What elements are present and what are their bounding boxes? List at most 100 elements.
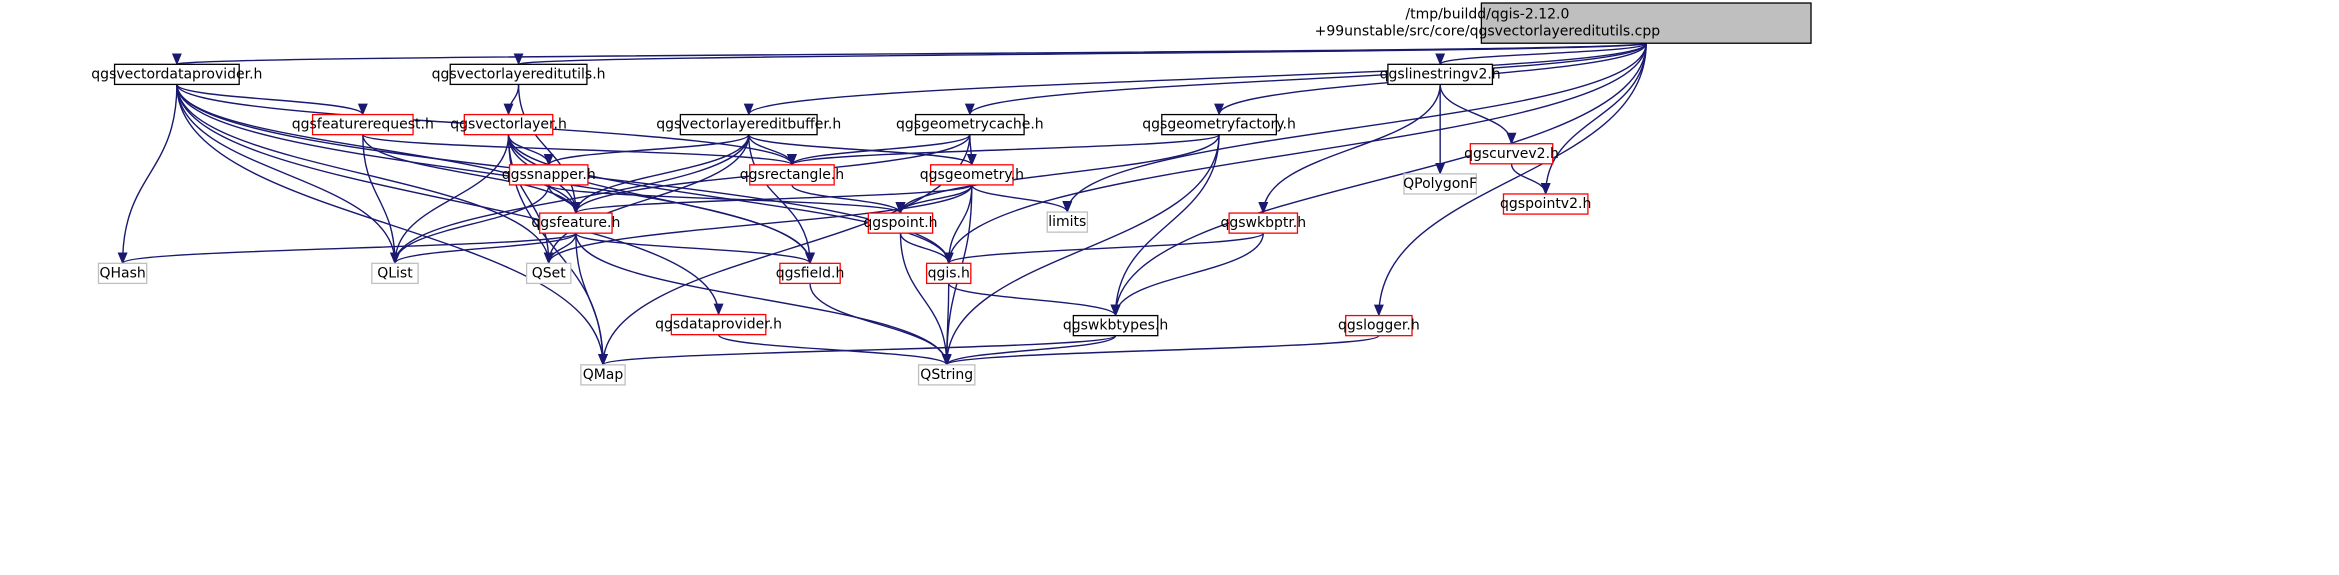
edge-vleb-to-feat <box>570 134 750 215</box>
edge-root-to-vleb <box>744 42 1647 116</box>
edge-arrow <box>1439 84 1517 145</box>
node-box <box>463 113 554 136</box>
node-qgswkbtypes-h[interactable]: qgswkbtypes.h <box>1063 314 1168 337</box>
node-box <box>371 262 419 285</box>
node-box <box>97 262 148 285</box>
node-qgsfeaturerequest-h[interactable]: qgsfeaturerequest.h <box>292 113 434 136</box>
edge-arrow <box>571 184 973 215</box>
node-box <box>679 113 818 136</box>
node-qgsfield-h[interactable]: qgsfield.h <box>776 262 845 285</box>
edge-arrow <box>548 184 906 215</box>
edge-arrow <box>390 134 750 265</box>
edge-feat-to-qhash <box>117 232 577 265</box>
node-qgsgeometry-h[interactable]: qgsgeometry.h <box>920 164 1024 186</box>
node-layer: /tmp/buildd/qgis-2.12.0+99unstable/src/c… <box>91 2 1812 386</box>
node-qgsvectorlayereditbuffer-h[interactable]: qgsvectorlayereditbuffer.h <box>656 113 841 136</box>
node-qstring: QString <box>917 364 976 386</box>
node-box <box>914 113 1025 136</box>
edge-arrow <box>748 134 977 166</box>
edge-arrow <box>1110 43 1647 317</box>
edge-arrow <box>543 134 750 166</box>
edge-arrow <box>176 83 368 116</box>
edge-vdp-to-qhash <box>117 84 178 265</box>
node-box <box>670 313 767 336</box>
node-box <box>449 63 588 86</box>
node-box <box>113 63 240 86</box>
node-box <box>1403 173 1477 195</box>
edge-root-to-gc <box>965 42 1647 116</box>
edge-vleb-to-qlist <box>390 134 750 265</box>
node-qgsrectangle-h[interactable]: qgsrectangle.h <box>740 164 844 186</box>
edge-pt-to-qstr <box>899 233 952 366</box>
node-qgswkbptr-h[interactable]: qgswkbptr.h <box>1220 212 1306 234</box>
edge-vl-to-qlist <box>389 134 510 265</box>
node-label: qgsvectorlayer.h <box>450 117 567 133</box>
node-qgsdataprovider-h[interactable]: qgsdataprovider.h <box>655 313 782 336</box>
node-qgsfeature-h[interactable]: qgsfeature.h <box>531 212 620 234</box>
node-qgslogger-h[interactable]: qgslogger.h <box>1338 314 1420 337</box>
node-box <box>1480 2 1812 44</box>
edge-feat-to-fld <box>575 232 815 265</box>
node-qgscurvev2-h[interactable]: qgscurvev2.h <box>1464 143 1559 165</box>
edge-fr-to-rect <box>362 134 797 166</box>
edge-arrow <box>809 283 952 366</box>
node-label: QList <box>377 265 413 281</box>
edge-arrow <box>570 134 750 215</box>
edge-arrow <box>543 233 577 265</box>
node-box <box>1228 212 1299 234</box>
node-qpolygonf: QPolygonF <box>1403 173 1477 195</box>
edge-arrow <box>941 335 1117 366</box>
edge-vdp-to-dp <box>176 84 724 316</box>
edge-gf-to-rect <box>787 134 1220 166</box>
node-label: QHash <box>99 265 145 281</box>
edge-log-to-qstr <box>942 335 1380 366</box>
node-label: /tmp/buildd/qgis-2.12.0 <box>1405 7 1569 23</box>
edge-ls-to-cv <box>1439 84 1517 145</box>
node-qgsgeometryfactory-h[interactable]: qgsgeometryfactory.h <box>1142 113 1296 136</box>
node-qgspointv2-h[interactable]: qgspointv2.h <box>1500 193 1591 215</box>
node-qset: QSet <box>525 262 572 285</box>
node-qgis-h[interactable]: qgis.h <box>925 262 972 285</box>
node-box <box>917 364 976 386</box>
edge-feat-to-qset <box>543 233 577 265</box>
edge-arrow <box>787 134 1220 166</box>
edge-arrow <box>507 134 815 265</box>
edge-qgis-to-wkbt <box>948 283 1121 317</box>
edge-feat-to-qmap <box>575 233 608 366</box>
node-qgsvectorlayer-h[interactable]: qgsvectorlayer.h <box>450 113 567 136</box>
node-label: qgslinestringv2.h <box>1380 66 1501 82</box>
node-label: qgscurvev2.h <box>1464 146 1559 162</box>
node-label: QPolygonF <box>1403 176 1477 192</box>
edge-layer <box>117 42 1647 366</box>
node-qmap: QMap <box>580 364 626 386</box>
node-qgsvectordataprovider-h[interactable]: qgsvectordataprovider.h <box>91 63 262 86</box>
node-box <box>1046 211 1089 233</box>
node-qgspoint-h[interactable]: qgspoint.h <box>863 212 938 234</box>
edge-gc-to-rect <box>787 134 971 166</box>
node-label: qgsdataprovider.h <box>655 317 782 333</box>
edge-arrow <box>965 42 1647 116</box>
node-label: qgsvectordataprovider.h <box>91 66 262 82</box>
edge-fld-to-qstr <box>809 283 952 366</box>
node-label: qgsvectorlayereditutils.h <box>432 66 606 82</box>
node-label: +99unstable/src/core/qgsvectorlayereditu… <box>1315 24 1661 40</box>
node-label: qgswkbtypes.h <box>1063 318 1168 334</box>
edge-cv-to-pv2 <box>1510 163 1551 195</box>
node-box <box>311 113 414 136</box>
node-box <box>867 212 934 234</box>
edge-root-to-wkbt <box>1110 43 1647 317</box>
edge-gf-to-pt <box>895 134 1220 215</box>
node-box <box>539 212 613 234</box>
edge-arrow <box>117 232 577 265</box>
node-box <box>525 262 572 285</box>
node-qgsvectorlayereditutils-h[interactable]: qgsvectorlayereditutils.h <box>432 63 606 86</box>
edge-vdp-to-qlist <box>176 84 400 265</box>
edge-gf-to-wkbt <box>1110 134 1220 317</box>
edge-arrow <box>503 84 520 116</box>
edge-wkbt-to-qstr <box>941 335 1117 366</box>
node-qgslinestringv2-h[interactable]: qgslinestringv2.h <box>1380 63 1501 86</box>
edge-geom-to-lim <box>971 184 1073 214</box>
node-qgsgeometrycache-h[interactable]: qgsgeometrycache.h <box>896 113 1044 136</box>
node-box <box>1345 314 1413 337</box>
node-qgssnapper-h[interactable]: qgssnapper.h <box>502 164 596 186</box>
